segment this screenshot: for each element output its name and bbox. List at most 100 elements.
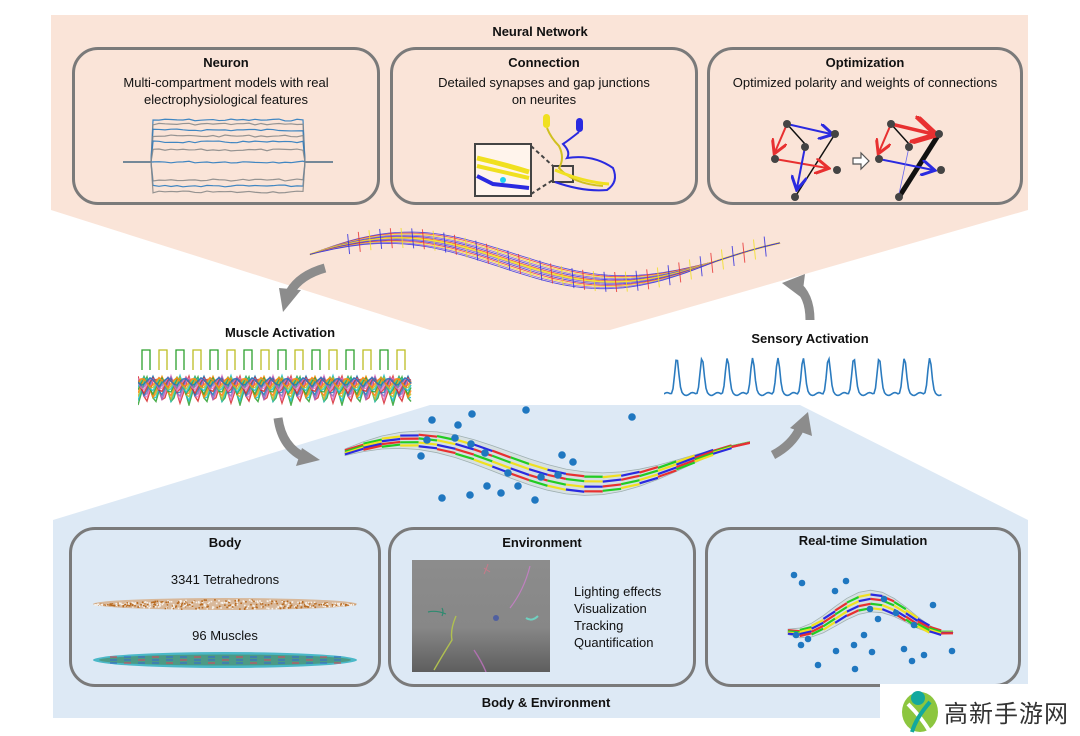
muscle-segment [565,483,585,488]
tetrahedron [236,603,239,606]
tetrahedron [269,599,271,602]
body-environment-title: Body & Environment [481,695,611,710]
tetrahedron [201,600,203,602]
neuron-title: Neuron [203,55,249,70]
muscle-segment [822,613,836,624]
tetrahedron [352,603,355,606]
muscle-segment [344,446,364,455]
tetrahedron [287,603,290,606]
tetrahedron [180,604,183,606]
muscle-segment [822,617,836,628]
tetrahedron [267,607,270,610]
tetrahedron [324,602,326,605]
tetrahedron [320,603,322,606]
tetrahedron [129,602,131,605]
neurite-ring [763,236,767,257]
tetrahedron [225,600,227,602]
connection-description: Detailed synapses and gap junctions on n… [393,74,695,108]
tetrahedron [221,601,224,604]
neurite-ring [742,242,746,263]
tetrahedron [312,606,314,609]
tetrahedron [314,602,316,605]
muscle-activation-plot [138,349,412,406]
tetrahedron [199,604,202,606]
muscle-mesh [93,652,357,668]
tetrahedron [347,603,349,605]
optimization-desc-line-1: Optimized polarity and weights of connec… [732,75,998,90]
muscle-segment [473,458,493,468]
neurite-ring [614,271,618,293]
muscle-segment [528,468,548,476]
muscle-segment [858,597,871,603]
neurite-ring [389,228,393,249]
tetrahedron [216,606,219,609]
particle-dot [428,416,436,424]
muscle-segment [363,442,383,449]
muscle-segment [834,614,848,624]
neuron-description: Multi-compartment models with real elect… [75,74,377,108]
neurite [309,236,781,284]
tetrahedron [206,605,208,608]
muscle-peak [243,349,253,370]
tetrahedron [305,605,307,608]
watermark-logo-icon [902,691,938,733]
tetrahedron [122,605,125,608]
tetrahedron [289,606,292,609]
tetrahedron [259,600,261,602]
tetrahedron [175,605,178,607]
optimization-title: Optimization [825,55,905,70]
tetrahedron [306,604,308,606]
tetrahedron [189,605,191,607]
tetrahedron [226,602,228,604]
tetrahedron [332,605,335,607]
muscle-segment [418,433,438,438]
tetrahedron [133,603,136,605]
tetrahedron [172,604,175,607]
tetrahedron [106,604,108,607]
tetrahedron [149,605,152,608]
tetrahedron [177,607,180,610]
tetrahedron [138,605,141,608]
tetrahedron [180,608,183,610]
tetrahedron [134,604,136,607]
muscle-segment [473,443,493,453]
muscle-segment [712,447,732,455]
feature-lighting: Lighting effects [574,584,662,599]
tetrahedron [323,603,325,606]
muscle-segment [657,469,677,478]
muscle-peak [192,349,202,370]
tetrahedron [275,600,278,603]
tetrahedron [337,603,340,605]
tetrahedron [206,608,209,610]
muscle-segment [822,621,836,631]
tetrahedron [184,600,187,603]
muscle-segment [381,435,401,440]
muscle-segment [811,618,824,627]
tetrahedron [295,607,298,609]
particle-dot [880,595,888,603]
tetrahedron [126,601,129,604]
tetrahedron [264,604,267,606]
tetrahedron [342,604,345,607]
tetrahedron [122,603,124,606]
tetrahedron [211,607,214,610]
tetrahedron [347,604,350,606]
neurite-ring [485,243,489,264]
particle-dot [537,473,545,481]
tetrahedron [185,603,188,606]
tetrahedron [204,603,206,606]
neurite-ring [357,231,361,252]
environment-render [412,560,550,672]
muscle-segment [363,438,383,445]
neurite-ring [518,253,522,275]
muscle-segment [694,453,714,463]
particle-dot [832,647,840,655]
muscle-segment [455,452,475,461]
particle-dot [792,631,800,639]
particle-dot [868,648,876,656]
tetrahedron [212,606,214,608]
tetrahedron [191,604,194,606]
tetrahedron [266,600,269,603]
tetrahedron [345,604,348,606]
tetrahedron [197,608,199,611]
